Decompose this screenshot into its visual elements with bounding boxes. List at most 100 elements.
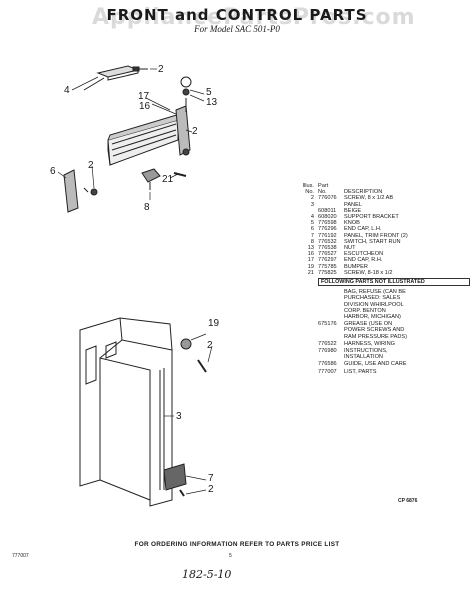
callout-label: 19 [208,318,220,329]
table-cell-no: 4 [310,214,314,221]
table-cell-part [318,289,344,320]
end-cap-right-drawing [175,76,192,156]
table-cell-desc: END CAP, L.H. [344,226,382,233]
table-cell-no: 21 [307,269,314,276]
header-part-no: Part No. [318,183,329,196]
table-cell-desc: NUT [344,245,356,252]
bumper-drawing [180,338,192,350]
table-cell-part: 776532 [318,238,337,245]
spacer [300,321,318,340]
screw-drawing [132,66,148,72]
table-cell-desc: PANEL, TRIM FRONT (2) [344,232,408,239]
table-cell-part: 776538 [318,245,337,252]
table-cell-desc: BUMPER [344,263,368,270]
callout-label: 6 [50,166,56,177]
callout-label: 4 [64,85,70,96]
table-cell-no: 13 [307,245,314,252]
callout-label: 17 [138,91,150,102]
table-row: BAG, REFUSE (CAN BE PURCHASED: SALES DIV… [300,289,470,320]
support-bracket-drawing [83,65,140,91]
ordering-footer: FOR ORDERING INFORMATION REFER TO PARTS … [134,541,340,548]
callout-label: 5 [206,87,212,98]
panel-drawing [79,317,173,507]
table-cell-desc: ESCUTCHEON [344,251,384,258]
table-cell-part: 776586 [318,361,337,368]
table-cell-desc: PANEL [344,201,362,208]
handwritten-note: 182-5-10 [182,568,232,581]
table-cell-desc: SCREW, 8-18 x 1/2 [344,269,393,276]
spacer [300,341,318,347]
table-row: 776586 GUIDE, USE AND CARE [300,361,470,367]
table-cell-no: 19 [307,263,314,270]
table-cell-desc: LIST, PARTS [344,368,377,375]
callout-label: 16 [139,101,151,112]
callout-label: 8 [144,202,150,213]
table-cell-part: 777007 [318,368,337,375]
spacer [300,289,318,320]
callout-label: 2 [88,160,94,171]
table-cell-no: 8 [310,238,314,245]
table-cell-part: 608020 [318,214,337,221]
page-title: FRONT and CONTROL PARTS [106,6,368,24]
table-cell-no: 5 [310,220,314,227]
table-cell-desc: GREASE (USE ON POWER SCREWS AND RAM PRES… [344,321,407,340]
table-cell-no: 16 [307,251,314,258]
screw-drawing-bottom [197,359,207,373]
trim-panel-drawing [163,463,187,497]
not-illustrated-list: BAG, REFUSE (CAN BE PURCHASED: SALES DIV… [300,289,470,375]
table-cell-no: 17 [307,257,314,264]
table-row: 777007 LIST, PARTS [300,369,470,375]
table-cell-no: 3 [310,201,314,208]
front-parts-diagram [57,65,205,213]
callout-label: 2 [208,484,214,495]
table-cell-desc: BEIGE [344,207,362,214]
spacer [300,369,318,375]
callout-label: 2 [192,126,198,137]
table-cell-part: 675176 [318,321,337,328]
header-illus-no: Illus. No. [302,183,314,196]
table-cell-part: 776076 [318,195,337,202]
page-subtitle: For Model SAC 501-P0 [194,24,280,34]
table-cell-no: 7 [310,232,314,239]
callout-label: 3 [176,411,182,422]
table-cell-part: 776522 [318,340,337,347]
document-number: 777007 [12,553,29,559]
table-cell-part: 776297 [318,257,337,264]
table-cell-desc: SWITCH, START RUN [344,238,401,245]
table-cell-desc: KNOB [344,220,360,227]
table-cell-part: 776296 [318,226,337,233]
table-row: 2 776076 SCREW, 8 x 1/2 AB [300,195,470,201]
table-cell-part: 776598 [318,220,337,227]
table-cell-part: 775825 [318,269,337,276]
table-row: 5 776598 KNOB [300,220,470,226]
callout-label: 2 [158,64,164,75]
table-cell-part: 776980 [318,348,337,355]
table-cell-desc: SCREW, 8 x 1/2 AB [344,195,394,202]
callout-label: 2 [207,340,213,351]
table-row: 17 776297 END CAP, R.H. [300,257,470,263]
screw-21-drawing [173,148,190,177]
table-row: 3 PANEL [300,202,470,208]
table-row: 13 776538 NUT [300,245,470,251]
watermark-text: AppliancePartsPros.com [92,5,416,30]
table-cell-part: 776192 [318,232,337,239]
cp-code: CP 6876 [398,498,418,504]
table-cell-desc: END CAP, R.H. [344,257,383,264]
escutcheon-drawing [107,113,181,166]
table-cell-desc: GUIDE, USE AND CARE [344,361,407,368]
table-cell-no: 2 [310,195,314,202]
callout-label: 21 [162,174,174,185]
table-cell-part: 776527 [318,251,337,258]
control-panel-diagram [79,317,213,507]
spacer [300,348,318,360]
spacer [300,361,318,367]
end-cap-left-drawing [63,169,98,213]
header-description: DESCRIPTION [344,189,383,195]
